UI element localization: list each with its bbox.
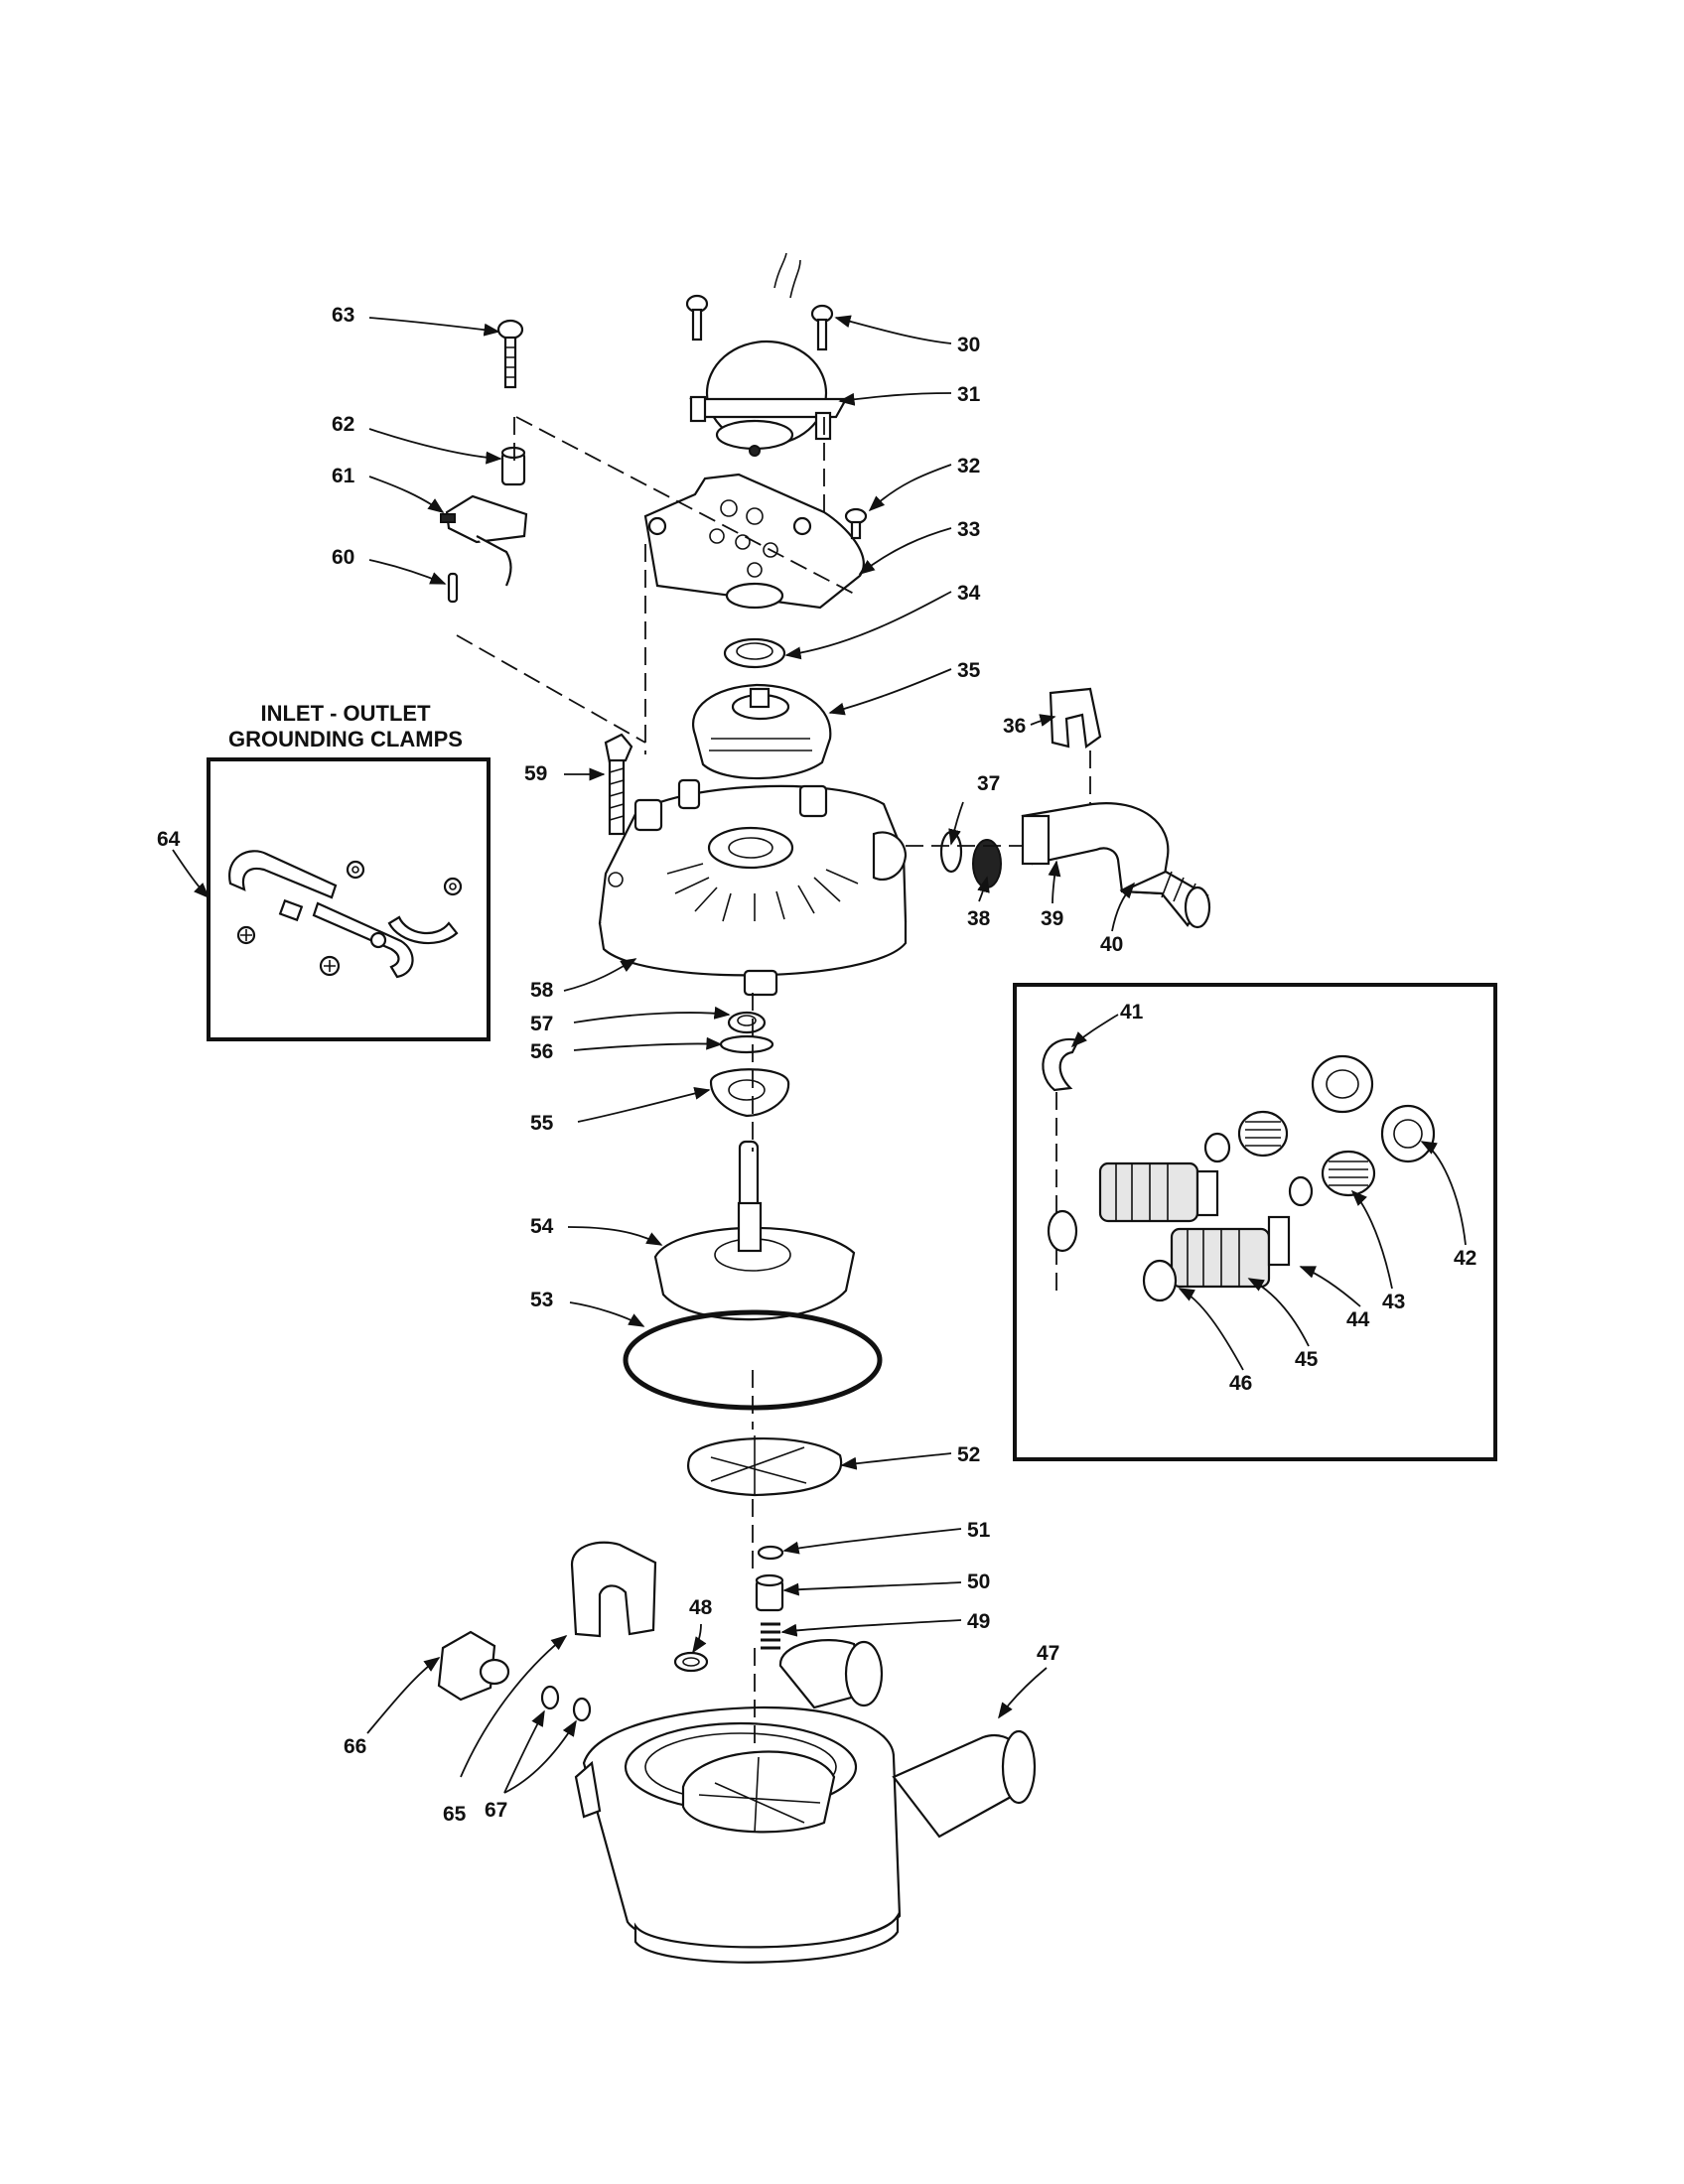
micro-switch: [440, 494, 528, 587]
motor-screw-right: [810, 304, 834, 351]
bearing-ring: [723, 637, 786, 669]
spring: [761, 1622, 780, 1650]
plate-screw: [844, 507, 868, 540]
callout-51: 51: [967, 1519, 991, 1542]
callout-46: 46: [1229, 1372, 1252, 1395]
callout-58: 58: [530, 979, 554, 1002]
lower-adapter: [1142, 1104, 1436, 1302]
large-o-ring: [623, 1309, 883, 1411]
callout-65: 65: [443, 1803, 467, 1826]
callout-37: 37: [977, 772, 1000, 795]
callout-63: 63: [332, 304, 354, 327]
callout-59: 59: [524, 762, 547, 785]
callout-67: 67: [485, 1799, 507, 1822]
o-ring-pair: [673, 1651, 709, 1673]
upper-adapter: [1047, 1054, 1374, 1253]
inset-title-line-1: INLET - OUTLET: [260, 701, 431, 726]
callout-44: 44: [1346, 1308, 1370, 1331]
bypass-o-rings: [540, 1685, 592, 1722]
valve-housing: [598, 778, 908, 997]
callout-49: 49: [967, 1610, 990, 1633]
callout-32: 32: [957, 455, 980, 478]
elbow-gasket: [939, 830, 963, 874]
rotor-disc: [653, 1140, 856, 1321]
drive-motor: [689, 252, 848, 457]
callout-45: 45: [1295, 1348, 1319, 1371]
motor-screw-left: [685, 294, 709, 341]
switch-screw: [496, 319, 524, 389]
elbow-fitting: [1021, 802, 1211, 929]
retaining-clip: [1042, 1037, 1080, 1092]
callout-36: 36: [1003, 715, 1026, 738]
leader-lines: [172, 315, 1467, 1794]
callout-50: 50: [967, 1570, 990, 1593]
callout-66: 66: [344, 1735, 366, 1758]
bypass-clip: [570, 1541, 657, 1638]
inset-title-line-2: GROUNDING CLAMPS: [228, 727, 463, 751]
callout-34: 34: [957, 582, 981, 605]
callout-31: 31: [957, 383, 981, 406]
callout-62: 62: [332, 413, 354, 436]
callout-64: 64: [157, 828, 181, 851]
callout-54: 54: [530, 1215, 554, 1238]
callout-60: 60: [332, 546, 354, 569]
callout-43: 43: [1382, 1291, 1405, 1313]
callout-35: 35: [957, 659, 981, 682]
grounding-clamps-inset: INLET - OUTLET GROUNDING CLAMPS: [207, 701, 491, 1041]
callout-55: 55: [530, 1112, 554, 1135]
housing-screw: [604, 733, 633, 836]
switch-pin: [447, 572, 459, 604]
connector-kit-inset: [1013, 983, 1497, 1461]
callout-53: 53: [530, 1289, 553, 1311]
callout-33: 33: [957, 518, 980, 541]
valve-plug: [755, 1573, 784, 1612]
grounding-clamp-lower: [312, 877, 463, 979]
callout-61: 61: [332, 465, 355, 487]
callout-57: 57: [530, 1013, 553, 1035]
callout-47: 47: [1037, 1642, 1059, 1665]
callout-42: 42: [1454, 1247, 1476, 1270]
callout-48: 48: [689, 1596, 713, 1619]
bypass-plug: [437, 1630, 510, 1702]
callout-38: 38: [967, 907, 991, 930]
callout-39: 39: [1041, 907, 1063, 930]
callout-41: 41: [1120, 1001, 1144, 1024]
elbow-clip: [1049, 687, 1102, 749]
wave-disc: [687, 1435, 843, 1497]
callout-40: 40: [1100, 933, 1123, 956]
seal-retainer: [727, 1011, 767, 1034]
seal: [709, 1068, 790, 1118]
o-ring-small: [719, 1034, 774, 1054]
callout-labels: 30 31 32 33 34 35 36 37 38 39 40 41 42 4…: [157, 304, 1476, 1826]
valve-body: [574, 1639, 1037, 1964]
drive-gear: [692, 683, 832, 780]
o-ring-tiny: [757, 1545, 784, 1561]
callout-30: 30: [957, 334, 980, 356]
switch-spacer: [500, 446, 526, 486]
callout-56: 56: [530, 1040, 553, 1063]
callout-52: 52: [957, 1443, 980, 1466]
grounding-clamp-upper: [228, 850, 365, 945]
